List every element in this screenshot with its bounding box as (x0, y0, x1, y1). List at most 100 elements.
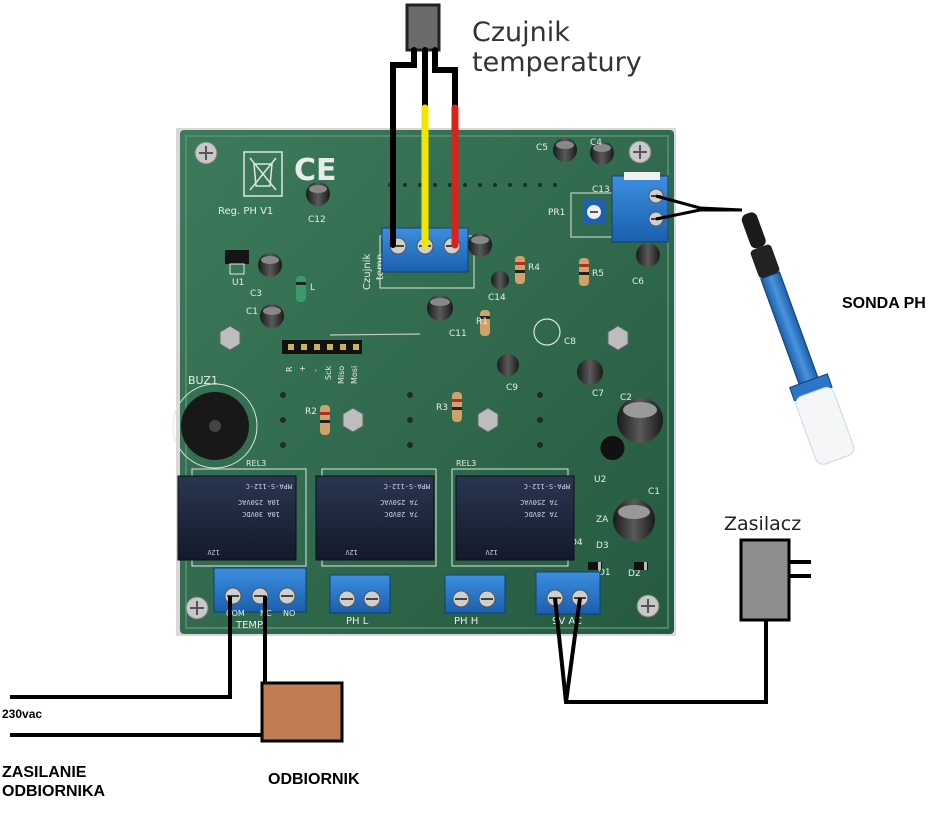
terminal-label-power: 9V AC (552, 616, 582, 627)
diode-icon (634, 562, 648, 570)
capacitor-icon (590, 141, 614, 165)
ph-probe-cables (655, 194, 743, 221)
part-label: C5 (536, 143, 548, 153)
relay-voltage: 12V (207, 548, 220, 556)
terminal-label-com: COM (226, 609, 245, 618)
capacitor-icon (613, 499, 655, 541)
capacitor-icon (553, 138, 577, 162)
relay-model: MPA-S-112-C (384, 482, 430, 490)
capacitor-icon (497, 354, 519, 376)
part-label: C11 (449, 329, 467, 339)
capacitor-icon (533, 318, 561, 346)
resistor-icon (320, 405, 330, 435)
part-label: D4 (570, 538, 583, 548)
board-title: Reg. PH V1 (218, 206, 273, 217)
part-label: D2 (628, 569, 641, 579)
part-label: C1 (648, 487, 660, 497)
relay-1: REL3 MPA-S-112-C 10A 250VAC 10A 30VDC 12… (177, 459, 307, 567)
temp-sensor-label-line2: temperatury (472, 47, 642, 78)
ce-mark: CE (294, 153, 337, 188)
header-pin-label: - (311, 369, 320, 372)
load-power-label-line2: ODBIORNIKA (2, 783, 106, 800)
mounting-screw-icon (628, 140, 652, 164)
relay-rating: 7A 28VDC (524, 510, 558, 518)
part-label: L (310, 283, 315, 293)
relay-rating: 10A 250VAC (238, 498, 280, 506)
diode-icon (588, 562, 602, 570)
relay-rating: 7A 250VAC (520, 498, 558, 506)
part-label: C12 (308, 215, 326, 225)
ph-probe-label: SONDA PH (842, 295, 926, 312)
power-supply-label: Zasilacz (724, 513, 802, 535)
terminal-block-power (535, 571, 601, 615)
capacitor-icon (258, 253, 282, 277)
load-label: ODBIORNIK (268, 771, 360, 788)
part-label: C14 (488, 293, 506, 303)
part-label: R2 (305, 407, 317, 417)
temp-sensor-label-line1: Czujnik (472, 17, 570, 48)
part-label: D3 (596, 541, 609, 551)
relay-label: REL3 (456, 459, 476, 468)
part-label: R3 (436, 403, 448, 413)
header-pin-label: R (285, 366, 294, 372)
terminal-label-ph-low: PH L (346, 616, 369, 627)
part-label: D1 (598, 568, 611, 578)
programming-header (282, 333, 421, 354)
terminal-label-no: NO (283, 609, 295, 618)
terminal-block-ph-probe (611, 172, 669, 243)
part-label: C3 (250, 289, 262, 299)
part-label: C13 (592, 185, 610, 195)
mains-wires (10, 596, 267, 737)
terminal-block-ph-high (444, 574, 506, 614)
capacitor-icon (468, 233, 492, 257)
mains-voltage-label: 230vac (2, 707, 43, 721)
part-label: C4 (590, 138, 602, 148)
part-label: ZA (596, 515, 609, 525)
load-power-label: ZASILANIE ODBIORNIKA (2, 763, 105, 801)
terminal-block-ph-low (329, 574, 391, 614)
resistor-icon (515, 256, 525, 284)
part-label: PR1 (548, 208, 565, 218)
relay-rating: 7A 250VAC (380, 498, 418, 506)
part-label: U2 (594, 475, 606, 485)
relay-model: MPA-S-112-C (524, 482, 570, 490)
mounting-screw-icon (636, 594, 660, 618)
mounting-screw-icon (194, 141, 218, 165)
load-box (260, 681, 344, 743)
power-supply-wires (553, 597, 768, 704)
capacitor-icon (491, 271, 509, 289)
part-label: C7 (592, 389, 604, 399)
relay-label: REL3 (246, 459, 266, 468)
buzzer-icon (172, 383, 258, 469)
capacitor-icon (577, 359, 603, 385)
relay-rating: 10A 30VDC (242, 510, 280, 518)
weee-bin-icon (243, 151, 283, 197)
part-label: U1 (232, 278, 244, 288)
relay-voltage: 12V (485, 548, 498, 556)
resistor-icon (480, 310, 490, 336)
relay-voltage: 12V (345, 548, 358, 556)
header-pin-label: Sck (324, 366, 333, 380)
terminal-label-temp: TEMP. (235, 620, 265, 631)
ph-probe (741, 212, 855, 465)
header-pin-label: + (298, 365, 307, 372)
terminal-block-temp (213, 567, 307, 613)
part-label: C9 (506, 383, 518, 393)
part-label: C6 (632, 277, 644, 287)
inductor-icon (296, 276, 306, 302)
mounting-screw-icon (185, 596, 209, 620)
capacitor-icon (636, 243, 660, 267)
capacitor-icon (427, 295, 453, 321)
part-label: C8 (564, 337, 576, 347)
part-label: R5 (592, 269, 604, 279)
resistor-icon (452, 392, 462, 422)
temperature-sensor-wires (390, 47, 459, 249)
capacitor-icon (260, 304, 284, 328)
part-label: R1 (476, 317, 488, 327)
part-label: R4 (528, 263, 540, 273)
temp-sensor-label: Czujnik temperatury (472, 18, 642, 78)
relay-3: REL3 MPA-S-112-C 7A 250VAC 7A 28VDC 12V (451, 459, 575, 567)
buzzer-label: BUZ1 (188, 374, 218, 387)
transistor-icon (600, 436, 625, 460)
